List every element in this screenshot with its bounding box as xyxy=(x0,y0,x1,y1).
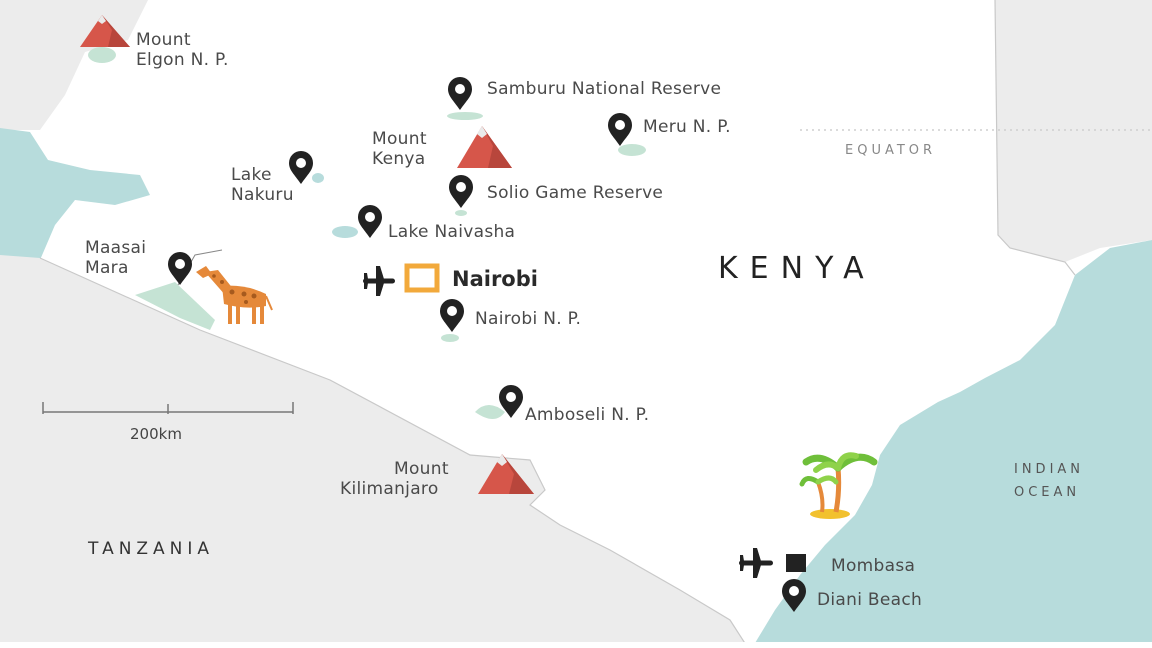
kenya-country-label: KENYA xyxy=(718,251,876,286)
equator-label: EQUATOR xyxy=(845,143,936,158)
map-pin-icon xyxy=(499,385,523,418)
scale-label: 200km xyxy=(130,425,182,443)
lake-nakuru-water xyxy=(312,173,324,183)
bottom-strip xyxy=(0,642,1152,648)
map-pin-icon xyxy=(449,175,473,208)
map-pin-icon xyxy=(358,205,382,238)
tanzania-land xyxy=(0,255,748,648)
giraffe-icon xyxy=(196,266,273,324)
meru-label: Meru N. P. xyxy=(643,117,731,137)
map-pin-icon xyxy=(782,579,806,612)
nakuru-label-1: Lake xyxy=(231,165,272,185)
map-pin-icon xyxy=(440,299,464,332)
indian-ocean xyxy=(752,240,1152,648)
palm-tree-icon xyxy=(799,452,878,519)
map-pin-icon xyxy=(448,77,472,110)
scale-bar xyxy=(42,402,294,414)
map-pin-icon xyxy=(289,151,313,184)
nairobi-park xyxy=(441,334,459,342)
mountain-icon xyxy=(478,454,534,494)
map-pin-icon xyxy=(608,113,632,146)
map-pin-icon xyxy=(168,252,192,285)
elgon-park xyxy=(88,47,116,63)
mountain-icon xyxy=(457,126,512,168)
elgon-label-1: Mount xyxy=(136,30,191,50)
nairobi-label: Nairobi xyxy=(452,267,538,291)
solio-park xyxy=(455,210,467,216)
naivasha-label: Lake Naivasha xyxy=(388,222,515,242)
mountain-icon xyxy=(80,15,130,47)
elgon-label-2: Elgon N. P. xyxy=(136,50,229,70)
solio-label: Solio Game Reserve xyxy=(487,183,663,203)
nakuru-label-2: Nakuru xyxy=(231,185,294,205)
maasai-mara-park xyxy=(135,282,215,330)
mara-label-2: Mara xyxy=(85,258,129,278)
samburu-park xyxy=(447,112,483,120)
kenya-mt-label-2: Kenya xyxy=(372,149,426,169)
capital-square-icon xyxy=(404,263,440,293)
airplane-icon xyxy=(739,548,773,578)
ocean-label-1: INDIAN xyxy=(1014,462,1084,477)
city-square-icon xyxy=(786,554,806,572)
ocean-label-2: OCEAN xyxy=(1014,485,1080,500)
amboseli-park xyxy=(475,405,505,419)
tanzania-country-label: TANZANIA xyxy=(87,539,214,559)
kenya-mt-label-1: Mount xyxy=(372,129,427,149)
nairobi-np-label: Nairobi N. P. xyxy=(475,309,581,329)
somalia-land xyxy=(995,0,1152,262)
amboseli-label: Amboseli N. P. xyxy=(525,405,649,425)
samburu-label: Samburu National Reserve xyxy=(487,79,721,99)
meru-park xyxy=(618,144,646,156)
kenya-tanzania-border xyxy=(39,257,749,648)
lake-naivasha-water xyxy=(332,226,358,238)
mombasa-label: Mombasa xyxy=(831,556,915,576)
kenya-somalia-border xyxy=(994,0,1076,276)
mara-label-1: Maasai xyxy=(85,238,146,258)
kili-label-1: Mount xyxy=(394,459,449,479)
diani-label: Diani Beach xyxy=(817,590,922,610)
airplane-icon xyxy=(363,266,395,296)
kili-label-2: Kilimanjaro xyxy=(340,479,439,499)
